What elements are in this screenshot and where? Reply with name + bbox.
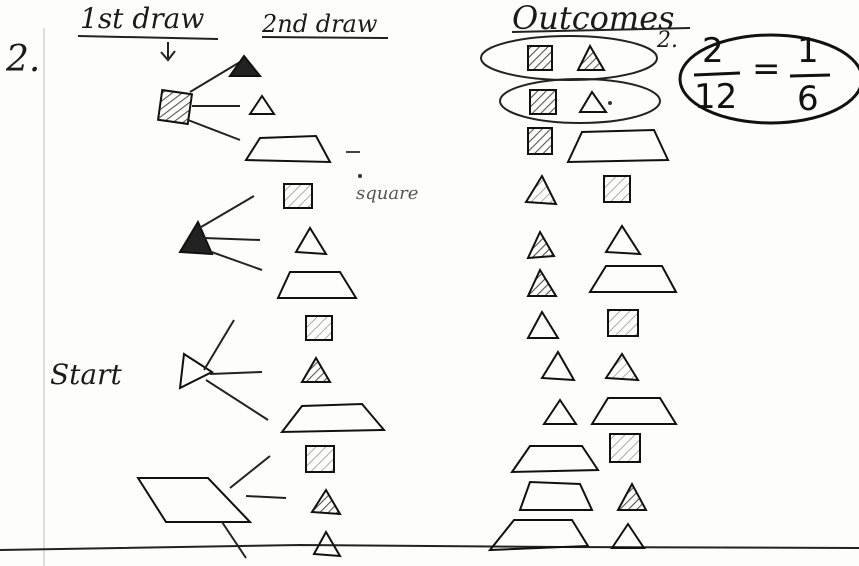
outcomes-underline — [512, 28, 690, 32]
outcome-square — [530, 90, 556, 114]
outcome-square — [528, 128, 552, 154]
second-draw-triangle — [314, 532, 340, 556]
outcome-triangle — [542, 352, 574, 380]
outcome-triangle — [606, 226, 640, 254]
outcome-trapezoid — [520, 482, 592, 510]
branch-line — [222, 522, 246, 558]
second-draw-trapezoid — [246, 136, 330, 162]
outcome-triangle — [618, 484, 646, 510]
fraction-2-bar — [790, 75, 830, 76]
branch-line — [196, 196, 254, 230]
second-draw-underline — [262, 37, 388, 38]
outcome-oval-2 — [500, 79, 660, 123]
outcome-triangle — [580, 92, 606, 112]
outcome-trapezoid — [490, 520, 588, 550]
stray-dot — [608, 101, 612, 105]
outcome-square — [608, 310, 638, 336]
branch-line — [188, 120, 240, 140]
outcome-triangle — [612, 524, 644, 548]
outcome-trapezoid — [592, 398, 676, 424]
second-draw-trapezoid — [282, 404, 384, 432]
outcome-trapezoid — [568, 130, 668, 162]
branch-line — [246, 496, 286, 498]
outcome-triangle — [526, 176, 556, 204]
outcome-triangle — [528, 270, 556, 296]
second-draw-square — [306, 446, 334, 472]
branch-line — [204, 320, 234, 370]
first-draw-triangle — [180, 354, 212, 388]
branch-line — [206, 250, 262, 270]
outcome-triangle — [606, 354, 638, 380]
fraction-1-bar — [694, 73, 740, 75]
outcome-square — [604, 176, 630, 202]
outcome-triangle — [544, 400, 576, 424]
outcome-square — [610, 434, 640, 462]
second-draw-triangle — [250, 96, 274, 114]
outcome-triangle — [528, 312, 558, 338]
outcome-triangle — [578, 46, 604, 70]
branch-line — [230, 456, 270, 488]
outcome-oval-1 — [481, 36, 657, 80]
branch-line — [210, 372, 262, 374]
outcome-trapezoid — [512, 446, 598, 472]
second-draw-trapezoid — [278, 272, 356, 298]
second-draw-triangle — [312, 490, 340, 514]
answer-circle — [680, 35, 859, 123]
second-draw-triangle — [296, 228, 326, 254]
first-draw-underline — [78, 36, 218, 39]
second-draw-square — [284, 184, 312, 208]
outcome-square — [528, 46, 552, 70]
second-draw-triangle — [302, 358, 330, 382]
outcome-triangle — [528, 232, 554, 258]
bottom-ruled-line — [0, 545, 859, 550]
outcome-trapezoid — [590, 266, 676, 292]
stray-dot — [358, 174, 362, 178]
second-draw-square — [306, 316, 332, 340]
down-arrow — [161, 42, 175, 60]
branch-line — [204, 238, 260, 240]
branch-line — [206, 380, 268, 420]
first-draw-square — [158, 90, 192, 124]
